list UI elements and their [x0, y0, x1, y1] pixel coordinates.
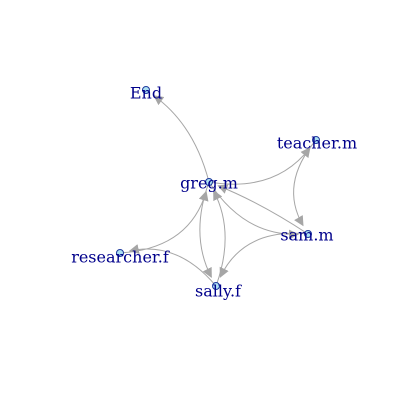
edge-sally-f-to-greg-m — [213, 189, 226, 287]
node-teacher-m[interactable]: teacher.m — [277, 134, 357, 153]
node-researcher-f[interactable]: researcher.f — [71, 248, 170, 267]
node-sam-m[interactable]: sam.m — [280, 226, 333, 245]
node-dot-researcher-f[interactable] — [116, 249, 124, 257]
node-label-end: End — [130, 84, 162, 103]
edge-teacher-m-to-sam-m — [293, 139, 317, 227]
edge-sally-f-to-researcher-f — [128, 244, 217, 287]
edge-greg-m-to-teacher-m — [208, 147, 311, 185]
edge-researcher-f-to-greg-m — [119, 190, 209, 254]
node-label-sally-f: sally.f — [195, 282, 242, 301]
node-dot-teacher-m[interactable] — [312, 136, 320, 144]
node-label-sam-m: sam.m — [280, 226, 333, 245]
edge-greg-m-to-end — [153, 95, 210, 183]
node-end[interactable]: End — [130, 84, 162, 103]
nodes-layer: End teacher.m greg.m sam.m researcher.f sally… — [71, 84, 357, 301]
node-label-researcher-f: researcher.f — [71, 248, 170, 267]
node-dot-greg-m[interactable] — [205, 178, 213, 186]
edge-greg-m-to-sally-f — [199, 181, 212, 279]
node-label-teacher-m: teacher.m — [277, 134, 357, 153]
node-label-greg-m: greg.m — [180, 174, 238, 193]
edges-layer — [119, 95, 317, 287]
node-sally-f[interactable]: sally.f — [195, 282, 242, 301]
node-dot-end[interactable] — [142, 86, 150, 94]
edge-sam-m-to-greg-m — [217, 184, 309, 235]
node-greg-m[interactable]: greg.m — [180, 174, 238, 193]
node-dot-sam-m[interactable] — [304, 230, 312, 238]
node-dot-sally-f[interactable] — [212, 282, 220, 290]
edge-sam-m-to-sally-f — [219, 232, 309, 278]
